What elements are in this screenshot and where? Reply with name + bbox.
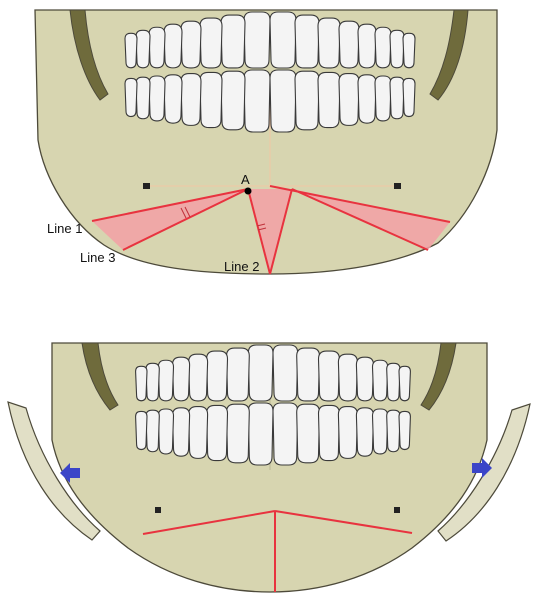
lower-tooth bbox=[295, 71, 319, 130]
upper-tooth bbox=[390, 30, 404, 68]
lower-tooth bbox=[373, 409, 388, 454]
upper-tooth bbox=[338, 354, 357, 401]
line-3-label: Line 3 bbox=[80, 250, 115, 265]
point-a-marker bbox=[245, 188, 252, 195]
lower-tooth bbox=[189, 407, 208, 459]
lower-tooth bbox=[207, 405, 228, 460]
lower-tooth bbox=[244, 70, 270, 132]
lower-tooth bbox=[227, 404, 250, 463]
upper-tooth bbox=[356, 357, 373, 401]
upper-tooth bbox=[149, 27, 165, 68]
upper-tooth bbox=[200, 18, 222, 68]
lower-tooth bbox=[270, 70, 296, 132]
upper-tooth bbox=[375, 27, 391, 68]
upper-tooth bbox=[181, 21, 201, 68]
lower-tooth bbox=[390, 77, 404, 119]
upper-tooth bbox=[297, 348, 320, 401]
lower-tooth bbox=[136, 77, 150, 119]
upper-tooth bbox=[387, 363, 400, 401]
upper-tooth bbox=[164, 24, 182, 68]
lower-tooth bbox=[173, 408, 190, 456]
lower-tooth bbox=[403, 78, 415, 116]
upper-tooth bbox=[399, 366, 410, 400]
lower-tooth bbox=[158, 409, 173, 454]
upper-tooth bbox=[136, 366, 147, 400]
lower-tooth bbox=[181, 74, 201, 126]
upper-tooth bbox=[319, 351, 340, 401]
upper-tooth bbox=[318, 18, 340, 68]
line-1-label: Line 1 bbox=[47, 221, 82, 236]
lower-tooth bbox=[273, 403, 298, 465]
bottom-right-foramen-icon bbox=[394, 507, 400, 513]
upper-tooth bbox=[270, 12, 296, 68]
upper-tooth bbox=[295, 15, 319, 68]
top-panel: A Line 1 Line 3 Line 2 bbox=[35, 10, 497, 274]
upper-tooth bbox=[189, 354, 208, 401]
upper-tooth bbox=[173, 357, 190, 401]
upper-tooth bbox=[146, 363, 159, 401]
bottom-left-foramen-icon bbox=[155, 507, 161, 513]
lower-tooth bbox=[136, 411, 147, 449]
upper-tooth bbox=[244, 12, 270, 68]
point-a-label: A bbox=[241, 172, 250, 187]
lower-tooth bbox=[387, 410, 400, 452]
lower-tooth bbox=[297, 404, 320, 463]
lower-tooth bbox=[248, 403, 273, 465]
upper-tooth bbox=[373, 360, 388, 401]
top-right-foramen-icon bbox=[394, 183, 401, 189]
lower-tooth bbox=[125, 78, 137, 116]
upper-tooth bbox=[158, 360, 173, 401]
lower-tooth bbox=[339, 74, 359, 126]
lower-tooth bbox=[146, 410, 159, 452]
upper-tooth bbox=[221, 15, 245, 68]
lower-tooth bbox=[318, 72, 340, 127]
upper-tooth bbox=[358, 24, 376, 68]
upper-tooth bbox=[273, 345, 298, 401]
bottom-panel bbox=[8, 343, 530, 592]
lower-tooth bbox=[399, 411, 410, 449]
lower-tooth bbox=[149, 76, 165, 121]
lower-tooth bbox=[221, 71, 245, 130]
upper-tooth bbox=[136, 30, 150, 68]
top-left-foramen-icon bbox=[143, 183, 150, 189]
upper-tooth bbox=[125, 33, 137, 67]
upper-tooth bbox=[248, 345, 273, 401]
line-2-label: Line 2 bbox=[224, 259, 259, 274]
upper-tooth bbox=[403, 33, 415, 67]
lower-tooth bbox=[356, 408, 373, 456]
lower-tooth bbox=[358, 75, 376, 123]
lower-tooth bbox=[338, 407, 357, 459]
lower-tooth bbox=[319, 405, 340, 460]
upper-tooth bbox=[227, 348, 250, 401]
upper-tooth bbox=[207, 351, 228, 401]
lower-tooth bbox=[375, 76, 391, 121]
lower-tooth bbox=[164, 75, 182, 123]
upper-tooth bbox=[339, 21, 359, 68]
lower-tooth bbox=[200, 72, 222, 127]
